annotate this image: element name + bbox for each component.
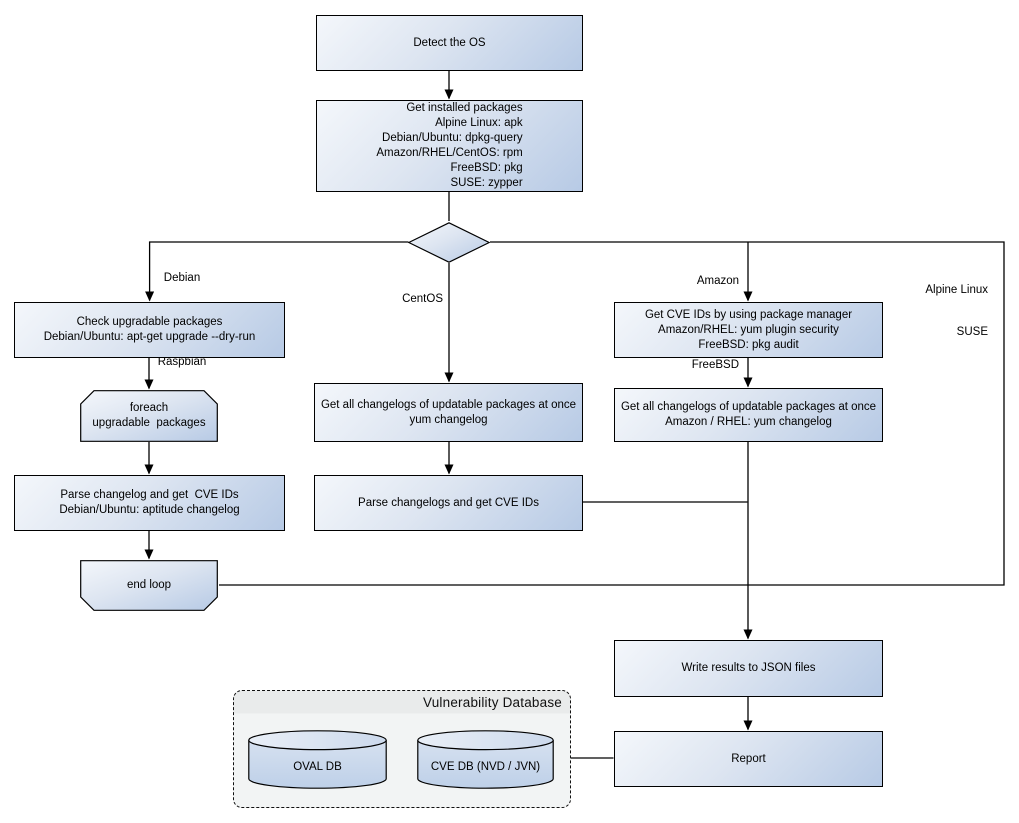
node-label: Alpine Linux: apk xyxy=(435,117,523,129)
edge-decision-to-check-upgradable xyxy=(145,241,409,302)
database-cylinder-icon xyxy=(248,730,387,789)
node-label: SUSE: zypper xyxy=(450,177,523,189)
node-get-changelogs-centos: Get all changelogs of updatable packages… xyxy=(314,383,583,442)
branch-label-centos: CentOS xyxy=(385,264,443,334)
loop-end: end loop xyxy=(80,560,218,611)
node-label: Debian/Ubuntu: aptitude changelog xyxy=(59,504,240,516)
diamond-shape xyxy=(408,222,490,263)
node-get-changelogs-amazon: Get all changelogs of updatable packages… xyxy=(614,388,883,442)
node-label: Amazon/RHEL/CentOS: rpm xyxy=(376,147,523,159)
node-check-upgradable-packages: Check upgradable packages Debian/Ubuntu:… xyxy=(14,302,285,358)
node-parse-changelog-debian: Parse changelog and get CVE IDs Debian/U… xyxy=(14,475,285,531)
node-get-installed-packages: Get installed packages Alpine Linux: apk… xyxy=(316,100,583,192)
node-label: Report xyxy=(731,752,766,765)
node-label: Parse changelog and get CVE IDs xyxy=(60,489,239,501)
db-oval: OVAL DB xyxy=(248,730,387,789)
node-label: Amazon / RHEL: yum changelog xyxy=(665,416,832,428)
node-label: Get all changelogs of updatable packages… xyxy=(320,398,577,411)
node-write-results-json: Write results to JSON files xyxy=(614,640,883,697)
node-label: Check upgradable packages xyxy=(76,316,223,328)
node-get-cve-ids-pkg-manager: Get CVE IDs by using package manager Ama… xyxy=(614,302,883,358)
node-label: foreach xyxy=(129,402,169,414)
branch-label-line: Raspbian xyxy=(157,356,207,368)
node-detect-os: Detect the OS xyxy=(316,15,583,71)
node-label: Detect the OS xyxy=(413,36,486,49)
node-label: end loop xyxy=(126,579,172,591)
branch-label-line: Alpine Linux xyxy=(925,284,988,296)
group-title: Vulnerability Database xyxy=(423,695,562,710)
branch-label-line: Debian xyxy=(163,272,201,284)
branch-label-line: FreeBSD xyxy=(691,359,739,371)
db-cve: CVE DB (NVD / JVN) xyxy=(417,730,554,789)
db-label: CVE DB (NVD / JVN) xyxy=(430,761,541,773)
branch-label-line: Amazon xyxy=(696,275,739,287)
node-label: Debian/Ubuntu: apt-get upgrade --dry-run xyxy=(43,331,256,343)
decision-os-diamond xyxy=(408,222,490,263)
branch-label-line: CentOS xyxy=(402,293,443,305)
edge-alpine-and-endloop-join xyxy=(219,241,1005,586)
node-label: Get all changelogs of updatable packages… xyxy=(620,401,877,413)
node-label: Get CVE IDs by using package manager xyxy=(644,308,853,321)
node-label: Debian/Ubuntu: dpkg-query xyxy=(382,132,523,144)
branch-label-line: SUSE xyxy=(956,326,988,338)
loop-start-foreach: foreach upgradable packages xyxy=(80,390,218,442)
node-label: Get installed packages xyxy=(406,102,523,114)
node-label: Parse changelogs and get CVE IDs xyxy=(358,496,539,509)
node-label: Write results to JSON files xyxy=(681,662,816,674)
node-parse-changelogs-centos: Parse changelogs and get CVE IDs xyxy=(314,475,583,531)
node-label: FreeBSD: pkg xyxy=(450,162,523,174)
db-label: OVAL DB xyxy=(293,761,342,773)
loop-start-shape xyxy=(80,390,218,442)
node-report: Report xyxy=(614,731,883,787)
branch-label-alpine: Alpine Linux SUSE xyxy=(900,255,988,367)
node-label: FreeBSD: pkg audit xyxy=(698,338,799,351)
node-label: yum changelog xyxy=(409,413,488,426)
node-label: upgradable packages xyxy=(92,417,206,429)
node-label: Amazon/RHEL: yum plugin security xyxy=(658,323,839,336)
database-cylinder-icon xyxy=(417,730,554,789)
loop-end-shape xyxy=(80,560,218,611)
